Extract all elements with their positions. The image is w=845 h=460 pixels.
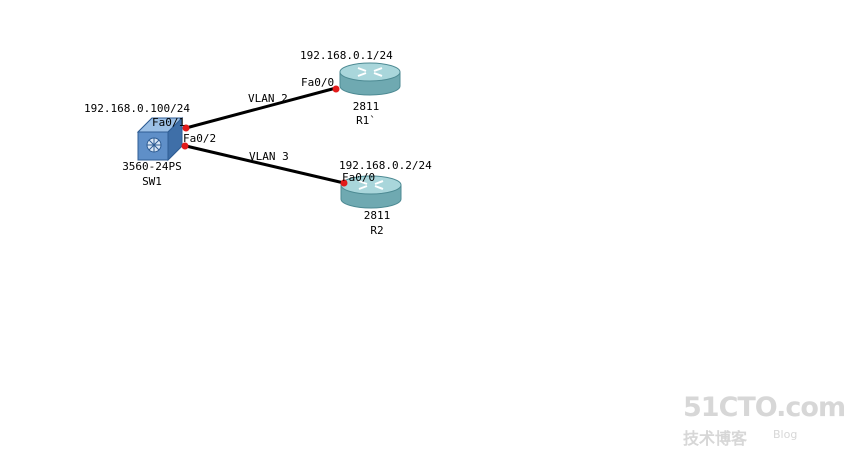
- r1-model-label: 2811: [352, 100, 380, 113]
- watermark-tagline: 技术博客: [683, 429, 748, 448]
- port-dot-r2-fa0-0[interactable]: [340, 179, 348, 187]
- sw1-ip-label: 192.168.0.100/24: [84, 102, 190, 115]
- r2-ip-label: 192.168.0.2/24: [339, 159, 432, 172]
- sw1-name-label: SW1: [142, 175, 162, 188]
- r2-name-label: R2: [370, 224, 384, 237]
- sw1-port-fa0-1-label: Fa0/1: [152, 116, 186, 129]
- port-dot-sw1-fa0-1[interactable]: [182, 124, 190, 132]
- watermark-blog: Blog: [773, 428, 798, 441]
- watermark-logo: 51CTO.com: [683, 392, 845, 423]
- r1-name-label: R1`: [356, 114, 376, 127]
- r2-port-label: Fa0/0: [342, 171, 376, 184]
- port-dot-sw1-fa0-2[interactable]: [181, 142, 189, 150]
- topology-canvas: [136, 62, 402, 209]
- sw1-port-fa0-2-label: Fa0/2: [183, 132, 217, 145]
- sw1-model-label: 3560-24PS: [122, 160, 182, 173]
- link-sw1-r1[interactable]: [185, 86, 337, 130]
- r1-port-label: Fa0/0: [301, 76, 335, 89]
- port-dot-r1-fa0-0[interactable]: [332, 85, 340, 93]
- vlan3-label: VLAN 3: [249, 150, 289, 163]
- link-sw1-r2[interactable]: [185, 144, 345, 185]
- r1-ip-label: 192.168.0.1/24: [300, 49, 393, 62]
- router-r1-icon[interactable]: [339, 62, 401, 96]
- r2-model-label: 2811: [363, 209, 391, 222]
- router-r2-icon[interactable]: [340, 175, 402, 209]
- vlan2-label: VLAN 2: [248, 92, 288, 105]
